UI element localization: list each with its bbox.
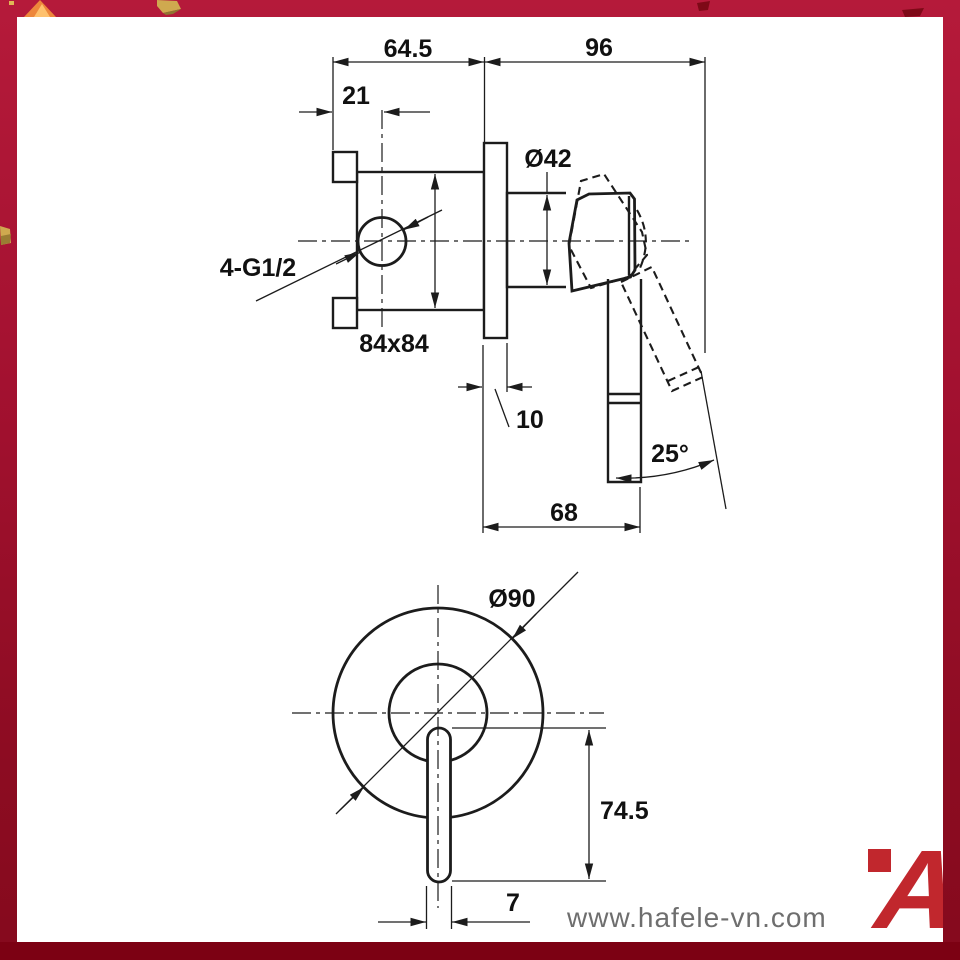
gold-speck-icon [9,1,14,5]
angle-ray-line [700,370,727,510]
angle-arc [615,459,715,483]
dim-label-lever-length: 74.5 [600,797,649,825]
dim-label-inlet-offset: 21 [342,82,370,110]
lever-front-capsule [426,726,452,884]
escutcheon-dia-arrow-lower [339,786,365,811]
mounting-tab-top [331,150,359,184]
website-watermark: www.hafele-vn.com [567,902,827,933]
plate-thickness-leader [494,388,510,428]
gold-confetti-left-shade-icon [1,234,11,245]
dark-red-confetti-topright-icon [902,8,924,17]
confetti-decorations [0,0,924,245]
trim-cylinder-outline [505,191,566,289]
dark-red-confetti-top-icon [697,1,710,11]
escutcheon-dia-leader [335,571,579,815]
lever-band-dashed [667,366,700,382]
frame-border-right [943,0,960,960]
hafele-a-logo: A [855,827,960,952]
dim-label-projection: 96 [585,34,613,62]
orange-flare-core-icon [34,4,50,17]
gold-ribbon-fold-icon [163,9,181,15]
lever-solid-outline [606,279,643,484]
dim-label-lever-width: 7 [506,889,520,917]
escutcheon-dia-arrow-upper [511,613,537,640]
lever-dashed-outline [619,265,705,393]
frame-bottom-bar [0,942,960,960]
dim-label-escutcheon-dia: Ø90 [488,585,535,613]
gold-ribbon-confetti-icon [157,0,181,13]
thread-arrow-lower [335,251,361,265]
dim-label-box-square: 84x84 [359,330,429,358]
dim-label-angle: 25° [651,440,689,468]
side-view: 64.5 96 21 84x84 4-G1/2 Ø42 [220,34,727,533]
dim-label-trim-dia: Ø42 [524,145,571,173]
thread-arrow-upper [403,216,429,231]
mounting-tab-bottom [331,296,359,330]
logo-square-dot-icon [868,849,891,872]
knob-cap-seam-dashed [636,209,647,269]
dim-label-plate-thickness: 10 [516,406,544,434]
dim-label-depth-back: 64.5 [384,35,433,63]
handle-knob-dashed-outline [567,172,649,290]
dim-label-lever-projection: 68 [550,499,578,527]
thread-callout-label: 4-G1/2 [220,254,296,282]
handle-knob-outline [567,191,637,293]
front-view: Ø90 74.5 7 [292,571,649,929]
